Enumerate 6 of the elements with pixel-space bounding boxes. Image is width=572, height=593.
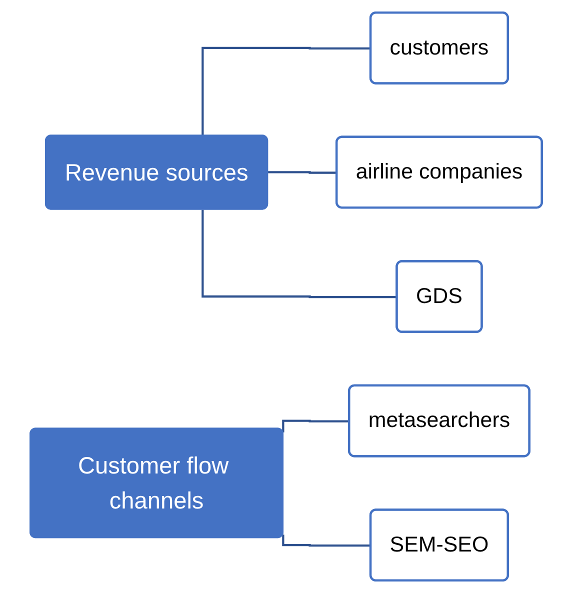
connector (282, 420, 350, 432)
connector (202, 46, 372, 136)
connector (202, 210, 398, 298)
diagram-drawing: Revenue sources customers airline companies GDS Customer flow channels metasearchers SEM-SEO (6, 4, 566, 589)
connector (282, 534, 372, 547)
connector (267, 171, 338, 174)
